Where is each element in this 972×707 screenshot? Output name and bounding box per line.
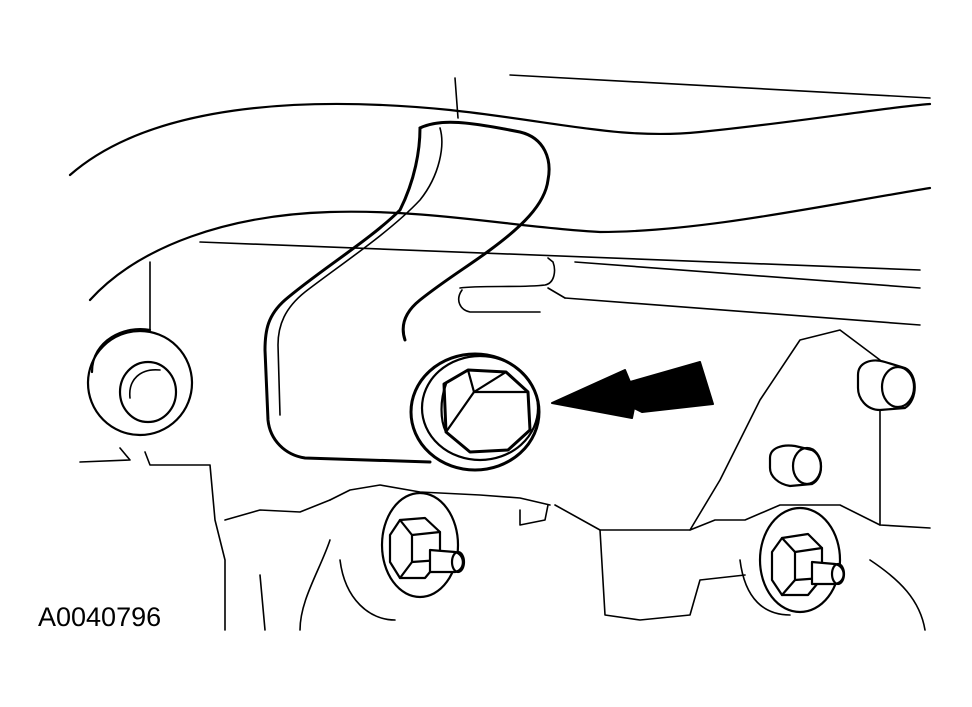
stud-nut-left: [380, 491, 466, 599]
arrow-left-icon: [551, 361, 714, 419]
figure-id-label: A0040796: [38, 602, 162, 632]
left-mounting-boss: [86, 327, 194, 437]
target-bolt: [409, 352, 541, 472]
stud-nut-right: [758, 506, 846, 614]
wrench-tool: [263, 120, 556, 464]
dowel-pins: [768, 359, 916, 488]
